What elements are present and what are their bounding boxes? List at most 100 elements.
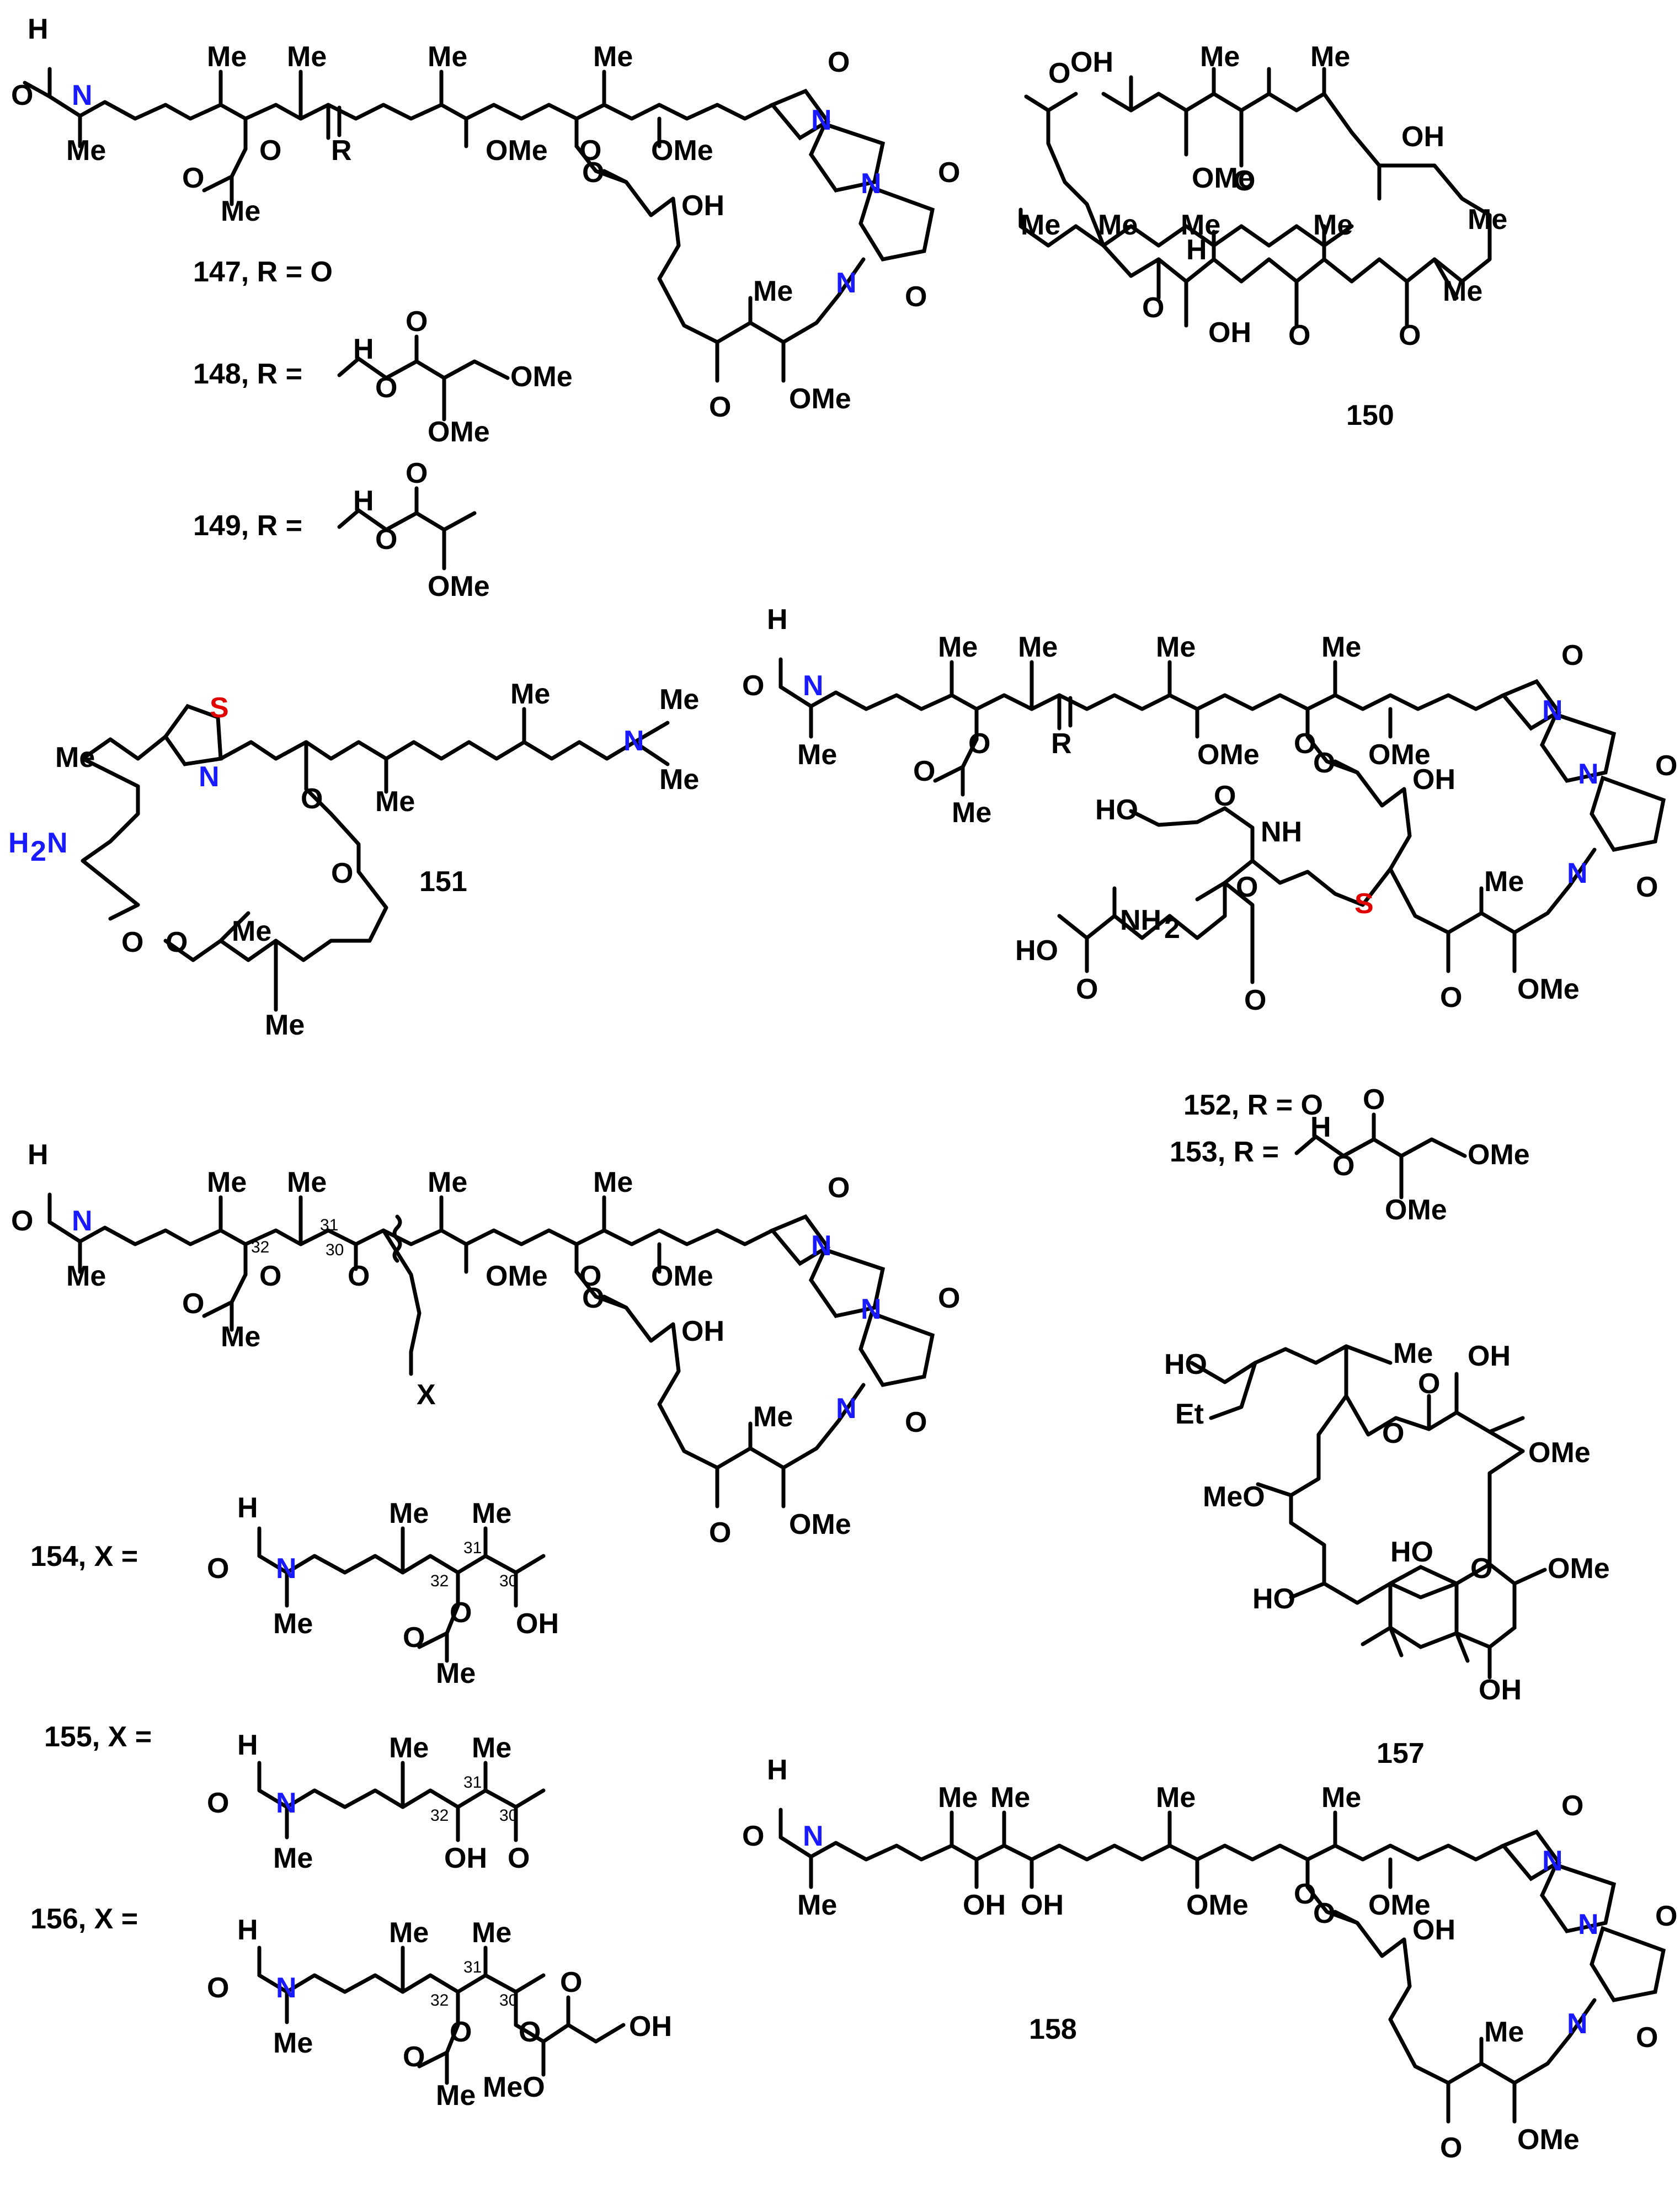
o-atom: O <box>560 1966 582 1998</box>
ome-label: OMe <box>428 571 490 603</box>
r-substituent-149: H O O OMe <box>337 457 490 603</box>
carbonyl-o-atom: O <box>11 1205 33 1237</box>
compound-158-structure: H O N Me Me Me Me Me OH OH OMe O OMe O O… <box>742 1754 1677 2164</box>
ome-label: OMe <box>1368 739 1431 771</box>
h-atom: H <box>353 333 374 365</box>
x-substituent-154: H O N Me Me Me 31 32 30 O O Me OH <box>207 1492 559 1689</box>
me-label: Me <box>472 1497 511 1529</box>
me-label: Me <box>952 797 991 829</box>
me-label: Me <box>1181 209 1220 241</box>
n-atom: N <box>803 670 824 702</box>
ketone-o-atom: O <box>1440 982 1462 1014</box>
me-label: Me <box>207 1166 247 1198</box>
h-atom: H <box>353 485 374 517</box>
oxazole-n-atom: N <box>1567 857 1588 889</box>
compound-158-label: 158 <box>1029 2013 1077 2045</box>
oh-label: OH <box>1021 1889 1064 1921</box>
me-label: Me <box>593 1166 633 1198</box>
ketone-o-atom: O <box>331 857 353 889</box>
compound-147-structure: H O N Me Me Me Me Me R OMe OMe O O Me O … <box>11 13 960 423</box>
ester-o-atom: O <box>166 926 188 958</box>
h-atom: H <box>237 1914 258 1946</box>
epoxide-o-atom: O <box>1142 292 1164 324</box>
me-label: Me <box>753 275 793 307</box>
thiazole-s-atom: S <box>210 692 229 724</box>
oh-label: OH <box>1070 46 1113 78</box>
me-label: Me <box>207 41 247 73</box>
amine-two: 2 <box>30 835 46 867</box>
o-atom: O <box>403 1622 425 1654</box>
me-label: Me <box>1484 2016 1524 2048</box>
ester-o-atom: O <box>1418 1368 1440 1400</box>
o-atom: O <box>450 2016 472 2048</box>
thioether-s-atom: S <box>1354 888 1374 920</box>
o-atom: O <box>375 524 397 556</box>
locant-32: 32 <box>430 1991 449 2010</box>
o-atom: O <box>259 135 281 167</box>
et-label: Et <box>1175 1398 1204 1430</box>
me-label: Me <box>265 1009 305 1041</box>
carbonyl-o-atom: O <box>207 1787 229 1819</box>
h-atom: H <box>1186 234 1207 266</box>
ome-label: OMe <box>1517 973 1580 1005</box>
compound-153-label: 153, R = <box>1170 1136 1279 1168</box>
me-label: Me <box>938 631 978 663</box>
compound-152-153-structure: H O N Me Me Me Me Me R OMe OMe O O Me O … <box>742 604 1677 1016</box>
me-label: Me <box>428 1166 467 1198</box>
ketone-o-atom: O <box>1288 319 1310 351</box>
locant-30: 30 <box>499 1991 518 2010</box>
ome-label: OMe <box>789 1509 851 1541</box>
ho-label: HO <box>1252 1583 1295 1615</box>
me-label: Me <box>1310 41 1350 73</box>
oxazole-o-atom: O <box>828 46 850 78</box>
me-label: Me <box>428 41 467 73</box>
ketone-o-atom: O <box>1399 319 1421 351</box>
compound-157-label: 157 <box>1377 1737 1425 1769</box>
locant-32: 32 <box>430 1806 449 1825</box>
me-label: Me <box>66 135 106 167</box>
o-atom: O <box>1313 1897 1335 1930</box>
ketone-o-atom: O <box>709 1517 731 1549</box>
me-label: Me <box>273 1842 313 1874</box>
locant-30: 30 <box>326 1241 344 1259</box>
me-label: Me <box>1393 1337 1433 1369</box>
o-atom: O <box>403 2041 425 2073</box>
n-atom: N <box>276 1972 297 2004</box>
ketone-o-atom: O <box>1440 2132 1462 2164</box>
ketone-o-atom: O <box>709 391 731 423</box>
me-label: Me <box>436 1657 476 1689</box>
oxazole-o-atom: O <box>1636 871 1658 903</box>
ome-label: OMe <box>1186 1889 1249 1921</box>
ho-label: HO <box>1095 794 1138 826</box>
n-atom: N <box>72 1205 93 1237</box>
ketone-o-atom: O <box>348 1260 370 1292</box>
compound-149-label: 149, R = <box>193 510 302 542</box>
compound-150-structure: O OH Me Me OMe O OH Me Me Me Me Me H O O… <box>1018 41 1507 351</box>
o-atom: O <box>450 1597 472 1629</box>
ome-label: OMe <box>510 361 573 393</box>
oh-label: OH <box>1468 1340 1511 1372</box>
o-atom: O <box>968 728 990 760</box>
ome-label: OMe <box>651 1260 713 1292</box>
ome-label: OMe <box>1528 1437 1591 1469</box>
oxazole-n-atom: N <box>836 267 857 299</box>
o-atom: O <box>259 1260 281 1292</box>
ome-label: OMe <box>486 135 548 167</box>
r-label: R <box>1051 728 1072 760</box>
o-atom: O <box>582 157 604 189</box>
ome-label: OMe <box>1368 1889 1431 1921</box>
oxazole-n-atom: N <box>1542 1845 1563 1877</box>
amine-n-atom: N <box>47 827 68 859</box>
n-atom: N <box>72 79 93 111</box>
oxazole-n-atom: N <box>1542 695 1563 727</box>
n-atom: N <box>276 1553 297 1585</box>
oh-label: OH <box>444 1842 487 1874</box>
me-label: Me <box>938 1782 978 1814</box>
me-label: Me <box>753 1401 793 1433</box>
me-label: Me <box>659 764 699 796</box>
ome-label: OMe <box>1468 1139 1530 1171</box>
oh-label: OH <box>1412 1914 1455 1946</box>
h-atom: H <box>767 604 788 636</box>
o-atom: O <box>582 1282 604 1314</box>
oxazole-o-atom: O <box>905 281 927 313</box>
